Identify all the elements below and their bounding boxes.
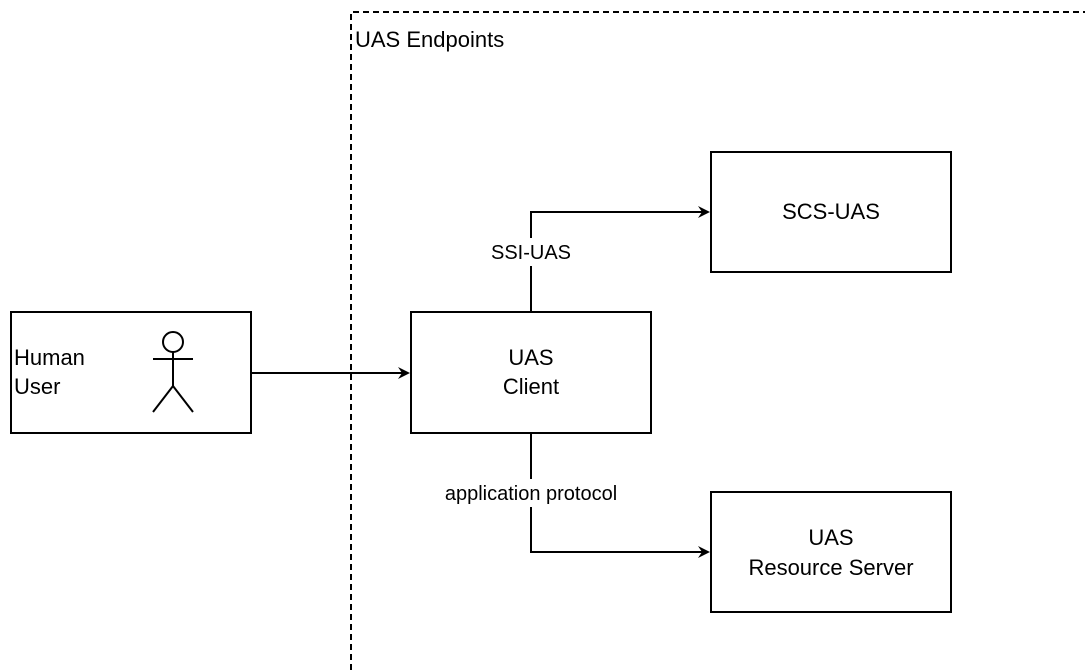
human-user-node[interactable]: Human User: [10, 311, 252, 434]
ssi-uas-label: SSI-UAS: [491, 242, 571, 264]
resource-server-box[interactable]: [710, 491, 952, 613]
scs-uas-label: SCS-UAS: [782, 199, 880, 224]
human-user-box[interactable]: [10, 311, 252, 434]
uas-client-node[interactable]: UAS Client: [410, 311, 652, 434]
stick-figure-icon: [152, 331, 194, 413]
arrow-client-to-resource-server: [530, 433, 710, 558]
uas-client-label-line2: Client: [503, 374, 559, 399]
human-user-label-line2: User: [14, 374, 60, 399]
ssi-uas-label-bg: [484, 238, 578, 266]
scs-uas-node[interactable]: SCS-UAS: [710, 151, 952, 273]
resource-server-label-line2: Resource Server: [748, 555, 913, 580]
scs-uas-box[interactable]: [710, 151, 952, 273]
uas-endpoints-group: UAS Endpoints: [350, 11, 1085, 670]
uas-client-label-line1: UAS: [508, 345, 553, 370]
arrow-client-to-scs-uas: [530, 206, 710, 312]
edge-application-protocol: application protocol: [434, 433, 710, 558]
uas-endpoints-label: UAS Endpoints: [355, 27, 504, 52]
resource-server-label-line1: UAS: [808, 525, 853, 550]
resource-server-node[interactable]: UAS Resource Server: [710, 491, 952, 613]
human-user-label-line1: Human: [14, 345, 85, 370]
edge-ssi-uas: SSI-UAS: [484, 206, 710, 312]
application-protocol-label: application protocol: [445, 483, 617, 505]
application-protocol-label-bg: [434, 479, 628, 507]
uas-client-box[interactable]: [410, 311, 652, 434]
